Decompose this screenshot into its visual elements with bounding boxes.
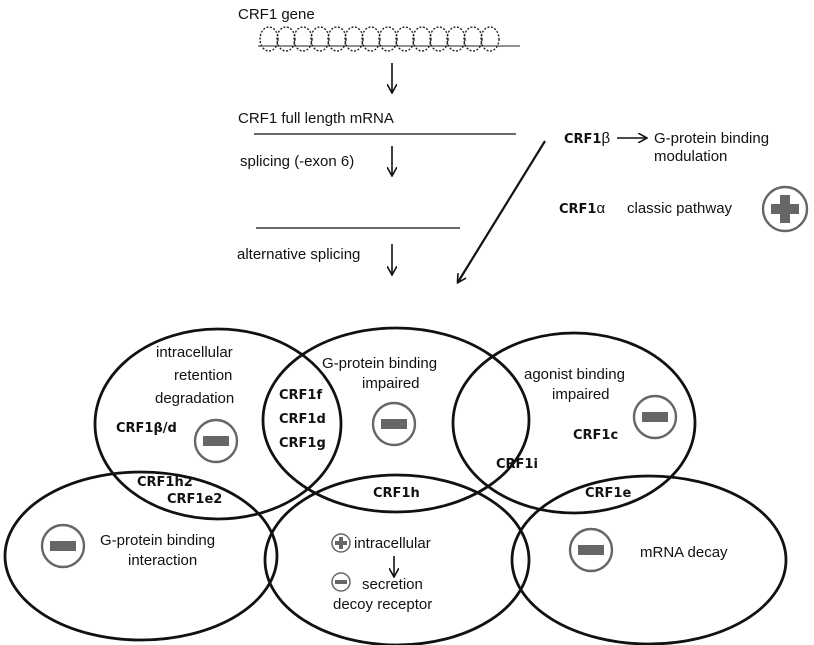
variant-crf1-beta-d: CRF1β/d: [116, 421, 177, 436]
variant-crf1g: CRF1g: [279, 436, 326, 451]
retention-circle: [93, 327, 343, 521]
secretion-line2: secretion: [362, 576, 423, 593]
gprotein-impaired-line1: G-protein binding: [322, 355, 437, 372]
minus-circle-icon: [632, 394, 678, 440]
variant-crf1c: CRF1c: [573, 428, 618, 443]
coil-icon: [258, 26, 520, 52]
retention-line2: retention: [174, 367, 232, 384]
variant-crf1d: CRF1d: [279, 412, 326, 427]
arrow-icon: [458, 140, 546, 282]
secretion-line1: intracellular: [354, 535, 431, 552]
alpha-desc: classic pathway: [627, 200, 733, 217]
gprotein-interaction-circle: [3, 470, 279, 642]
agonist-line2: impaired: [552, 386, 610, 403]
variant-crf1h: CRF1h: [373, 486, 420, 501]
retention-line1: intracellular: [156, 344, 233, 361]
plus-circle-icon: [331, 533, 351, 553]
secretion-line3: decoy receptor: [333, 596, 432, 613]
minus-circle-icon: [193, 418, 239, 464]
crf1-alpha-label: CRF1α: [559, 200, 605, 217]
full-mrna-label: CRF1 full length mRNA: [238, 110, 394, 127]
decay-line1: mRNA decay: [640, 544, 728, 561]
beta-desc-line2: modulation: [654, 148, 727, 165]
gene-label: CRF1 gene: [238, 6, 315, 23]
gprotein-impaired-line2: impaired: [362, 375, 420, 392]
variant-crf1e: CRF1e: [585, 486, 631, 501]
minus-circle-icon: [371, 401, 417, 447]
minus-circle-icon: [40, 523, 86, 569]
decay-circle: [510, 474, 788, 645]
alt-splicing-label: alternative splicing: [237, 246, 360, 263]
minus-circle-icon: [568, 527, 614, 573]
splicing-label: splicing (-exon 6): [240, 153, 354, 170]
gprotein-interaction-line2: interaction: [128, 552, 197, 569]
beta-desc-line1: G-protein binding: [654, 130, 769, 147]
gprotein-impaired-circle: [261, 326, 531, 514]
secretion-circle: [263, 473, 531, 645]
retention-line3: degradation: [155, 390, 234, 407]
variant-crf1e2: CRF1e2: [167, 492, 222, 507]
variant-crf1i: CRF1i: [496, 457, 538, 472]
minus-circle-icon: [331, 572, 351, 592]
crf1-beta-label: CRF1β: [564, 130, 610, 147]
variant-crf1h2: CRF1h2: [137, 475, 193, 490]
gprotein-interaction-line1: G-protein binding: [100, 532, 215, 549]
agonist-line1: agonist binding: [524, 366, 625, 383]
plus-circle-icon: [761, 185, 809, 233]
agonist-circle: [451, 331, 697, 515]
variant-crf1f: CRF1f: [279, 388, 322, 403]
